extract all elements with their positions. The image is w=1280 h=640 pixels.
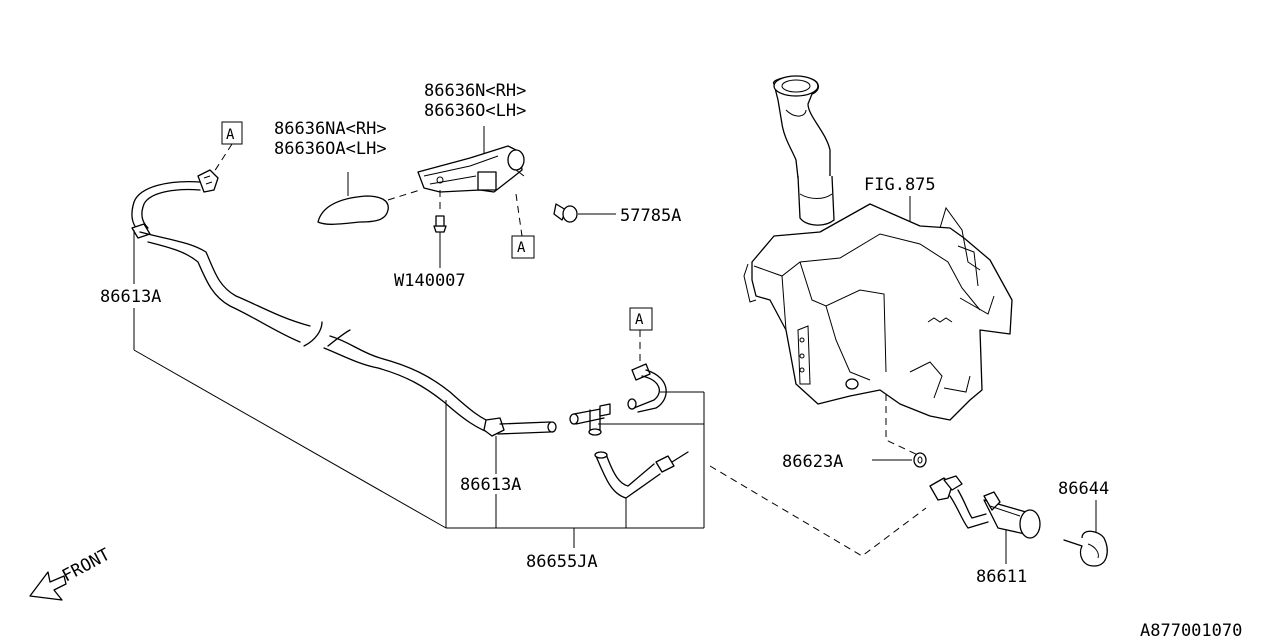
ref-marker-a-top: A xyxy=(213,121,243,173)
label-tank-figure: FIG.875 xyxy=(864,175,936,195)
washer-nozzle xyxy=(417,126,525,237)
ref-marker-a-right: A xyxy=(629,307,653,362)
clip-fastener xyxy=(433,215,447,268)
label-hose-lower: 86613A xyxy=(460,475,521,495)
washer-pump xyxy=(929,475,1041,539)
label-bolt: 57785A xyxy=(620,206,681,226)
washer-hose-upper xyxy=(131,169,557,437)
washer-nozzle-cover xyxy=(317,172,421,225)
grommet xyxy=(913,452,927,468)
label-washer-nozzle-lh: 86636O<LH> xyxy=(424,101,526,121)
diagram-id: A877001070 xyxy=(1140,621,1242,640)
ref-marker-a-middle: A xyxy=(511,235,535,259)
pump-bracket xyxy=(1063,530,1108,567)
bolt xyxy=(553,203,616,223)
washer-tank xyxy=(743,75,1013,421)
label-nozzle-cover-lh: 86636OA<LH> xyxy=(274,139,387,159)
label-bracket: 86644 xyxy=(1058,479,1109,499)
svg-text:A: A xyxy=(517,240,526,256)
leader-lines xyxy=(133,196,1097,564)
front-direction-arrow: FRONT xyxy=(29,545,114,601)
label-clip: W140007 xyxy=(394,271,466,291)
hose-assembly-parts xyxy=(569,363,689,499)
label-grommet: 86623A xyxy=(782,452,843,472)
svg-text:A: A xyxy=(635,312,644,328)
svg-text:FRONT: FRONT xyxy=(59,545,114,587)
label-nozzle-cover-rh: 86636NA<RH> xyxy=(274,119,387,139)
svg-text:A: A xyxy=(226,127,235,143)
label-hose-upper: 86613A xyxy=(100,287,161,307)
label-hose-assembly: 86655JA xyxy=(526,552,598,572)
label-washer-nozzle-rh: 86636N<RH> xyxy=(424,81,526,101)
label-washer-pump: 86611 xyxy=(976,567,1027,587)
